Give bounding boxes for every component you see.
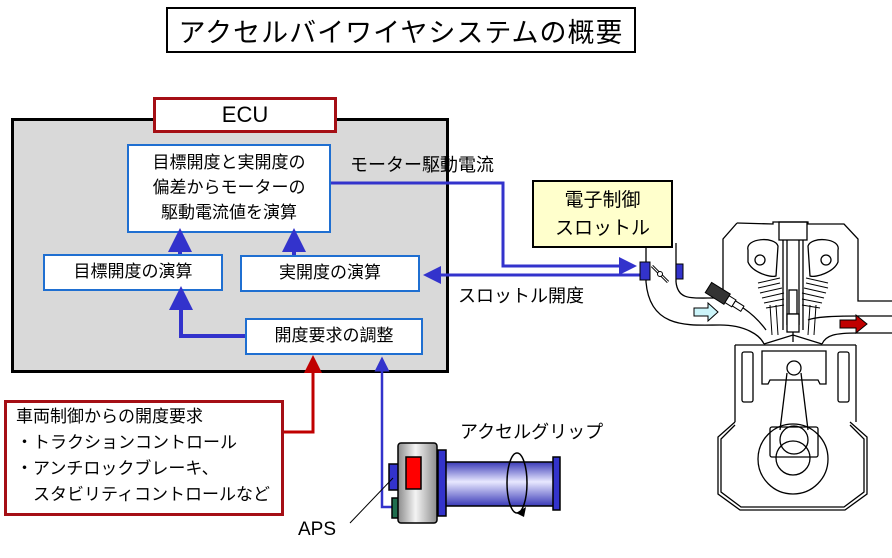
arrow-adjust-to-target — [169, 286, 245, 338]
motor-current-label: モーター駆動電流 — [350, 155, 494, 176]
aps-leader-line — [349, 477, 394, 524]
vehicle-control-request-box: 車両制御からの開度要求 ・トラクションコントロール ・アンチロックブレーキ、 ス… — [4, 400, 284, 516]
deviation-current-calc-block: 目標開度と実開度の 偏差からモーターの 駆動電流値を演算 — [127, 144, 331, 233]
deviation-calc-line-1: 目標開度と実開度の — [152, 153, 306, 173]
exhaust-flow-arrow — [839, 313, 868, 335]
throttle-opening-label: スロットル開度 — [458, 286, 584, 307]
request-item: スタビリティコントロールなど — [16, 485, 270, 505]
request-heading: 車両制御からの開度要求 — [16, 407, 203, 427]
vehicle-request-line — [284, 355, 322, 434]
motor-current-line — [331, 181, 637, 275]
diagram-title: アクセルバイワイヤシステムの概要 — [166, 7, 636, 53]
deviation-calc-line-3: 駆動電流値を演算 — [161, 203, 297, 223]
opening-request-adjust-block: 開度要求の調整 — [245, 318, 423, 355]
accelerator-grip — [436, 449, 561, 517]
ecu-label: ECU — [153, 97, 337, 133]
electronic-throttle-box: 電子制御 スロットル — [532, 180, 673, 248]
engine-cross-section — [645, 221, 892, 511]
throttle-box-line-1: 電子制御 — [564, 189, 641, 211]
aps-label: APS — [298, 519, 337, 540]
aps-sensor-housing — [388, 442, 438, 524]
throttle-body — [639, 261, 684, 284]
accelerator-grip-label: アクセルグリップ — [460, 422, 604, 443]
actual-opening-calc-block: 実開度の演算 — [240, 255, 420, 292]
target-opening-calc-block: 目標開度の演算 — [43, 254, 223, 291]
fuel-injector — [704, 281, 745, 312]
intake-flow-arrow — [693, 301, 719, 323]
aps-signal-line — [374, 356, 392, 509]
request-item: ・トラクションコントロール — [16, 433, 237, 453]
throttle-box-line-2: スロットル — [554, 217, 650, 239]
request-item: ・アンチロックブレーキ、 — [16, 459, 219, 479]
deviation-calc-line-2: 偏差からモーターの — [152, 178, 306, 198]
aps-sensor-element — [405, 456, 422, 490]
